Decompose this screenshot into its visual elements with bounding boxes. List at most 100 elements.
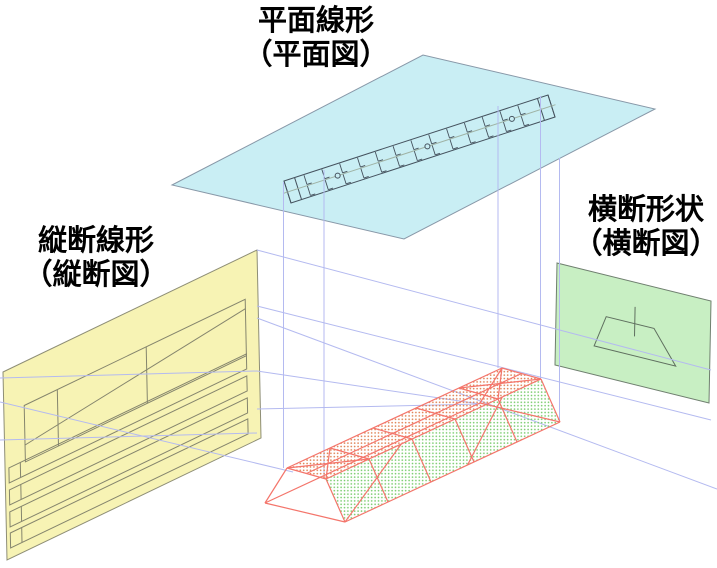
station-tick-foot — [488, 135, 494, 138]
projection-line — [0, 370, 258, 379]
station-tick — [517, 105, 522, 115]
station-tick — [378, 162, 383, 173]
model-edge — [325, 478, 346, 523]
station-tick — [449, 139, 454, 150]
model-edge — [286, 367, 503, 469]
station-tick — [360, 168, 365, 179]
section-sheet — [554, 262, 712, 404]
station-tick-foot — [342, 170, 348, 174]
profile-sheet-detail — [56, 389, 59, 447]
profile-sheet-detail — [145, 346, 148, 404]
station-tick — [428, 134, 433, 144]
station-tick — [431, 145, 436, 155]
station-tick-foot — [452, 147, 458, 150]
section-sheet-detail — [593, 316, 677, 367]
profile-view-label-line2: （縦断図） — [23, 259, 169, 291]
model-edge — [264, 502, 346, 523]
station-tick-foot — [431, 141, 437, 145]
station-tick-foot — [502, 118, 508, 122]
profile-view-plane — [2, 249, 262, 561]
plan-view-label: 平面線形 （平面図） — [243, 4, 388, 72]
embankment-slope-face — [326, 379, 560, 522]
station-tick-foot — [485, 124, 491, 127]
section-cut-line — [454, 418, 475, 463]
station-tick — [303, 175, 308, 185]
profile-sheet-detail — [9, 418, 249, 549]
station-tick-foot — [399, 164, 405, 167]
station-tick — [467, 133, 472, 144]
profile-view-label-line1: 縦断線形 — [37, 225, 155, 257]
station-tick — [307, 185, 311, 196]
station-tick — [485, 127, 490, 138]
station-tick — [463, 122, 468, 133]
station-tick — [374, 151, 379, 162]
model-diagonal-line — [306, 372, 522, 475]
projection-line — [0, 432, 258, 441]
station-tick-foot — [360, 165, 366, 168]
profile-sheet-detail — [8, 353, 248, 484]
station-tick — [413, 151, 418, 161]
station-tick — [410, 140, 415, 150]
profile-sheet — [2, 249, 262, 561]
model-edge — [540, 378, 561, 423]
section-cut-line — [368, 458, 389, 503]
station-marker — [508, 115, 515, 122]
station-marker — [334, 172, 341, 179]
station-tick — [446, 128, 450, 139]
station-tick-foot — [470, 141, 476, 144]
station-tick-foot — [449, 136, 455, 139]
station-tick-foot — [395, 153, 401, 156]
station-tick-foot — [467, 130, 473, 133]
station-tick-foot — [328, 187, 334, 191]
profile-sheet-detail — [8, 375, 248, 506]
projection-line — [0, 401, 294, 473]
model-edge — [501, 367, 542, 380]
model-diagonal-line — [344, 443, 402, 523]
plan-view-label-line2: （平面図） — [243, 39, 389, 71]
profile-sheet-detail — [24, 308, 246, 446]
station-tick-foot — [413, 147, 419, 151]
station-tick — [520, 116, 525, 126]
profile-view-label: 縦断線形 （縦断図） — [23, 224, 168, 292]
station-tick — [396, 156, 400, 167]
embankment-3d-model — [264, 367, 561, 523]
station-tick-foot — [306, 182, 312, 185]
model-edge — [264, 467, 288, 504]
station-tick — [392, 146, 397, 156]
section-cut-line — [497, 398, 518, 443]
plan-view-label-line1: 平面線形 — [257, 5, 375, 37]
station-tick-foot — [435, 152, 441, 156]
station-tick — [499, 111, 504, 121]
station-marker — [424, 143, 431, 150]
station-tick — [324, 180, 329, 190]
station-tick — [357, 157, 361, 168]
model-edge — [264, 402, 481, 504]
model-edge — [479, 367, 503, 404]
projection-line — [256, 249, 712, 371]
station-tick-foot — [310, 193, 316, 196]
station-tick-foot — [345, 181, 351, 185]
station-tick-foot — [524, 123, 530, 127]
station-tick — [342, 174, 347, 184]
model-diagonal-line — [458, 378, 542, 389]
model-edge — [344, 421, 561, 523]
station-tick-foot — [417, 158, 423, 162]
plan-view-plane — [170, 54, 657, 240]
station-tick — [503, 121, 507, 132]
section-sheet-detail — [634, 306, 636, 337]
model-edge — [325, 378, 542, 480]
projection-line — [256, 305, 712, 421]
model-diagonal-line — [467, 396, 503, 466]
station-tick — [481, 117, 486, 127]
section-cut-line — [411, 438, 432, 483]
cross-section-label: 横断形状 （横断図） — [573, 193, 717, 261]
station-tick-foot — [506, 129, 512, 133]
station-tick-foot — [324, 176, 330, 180]
cross-section-label-line2: （横断図） — [573, 228, 717, 260]
model-edge — [479, 402, 561, 423]
station-tick-foot — [520, 112, 526, 116]
station-tick-foot — [378, 159, 384, 162]
station-tick-foot — [381, 170, 387, 173]
